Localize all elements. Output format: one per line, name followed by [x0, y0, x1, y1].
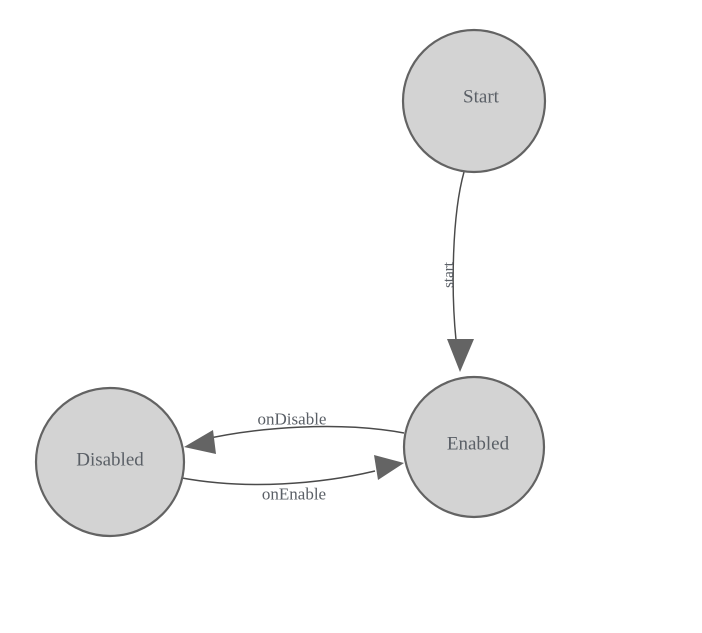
state-label-disabled: Disabled [76, 450, 144, 471]
edge-start-to-enabled[interactable]: start [441, 171, 474, 372]
state-label-start: Start [463, 87, 500, 108]
state-circle-disabled[interactable] [34, 386, 186, 538]
state-node-start[interactable]: Start [401, 28, 547, 174]
state-circle-start[interactable] [401, 28, 547, 174]
edge-ondisable-path [200, 425, 405, 441]
edge-enabled-to-disabled[interactable]: onDisable [184, 410, 405, 455]
state-label-enabled: Enabled [447, 434, 510, 455]
state-circle-enabled[interactable] [402, 375, 546, 519]
edge-label-onenable: onEnable [262, 485, 326, 504]
edge-label-ondisable: onDisable [258, 410, 327, 429]
arrowhead-disabled-to-enabled [374, 455, 404, 480]
edge-start-path [452, 171, 465, 341]
edge-disabled-to-enabled[interactable]: onEnable [181, 455, 404, 504]
edge-label-start: start [441, 261, 457, 288]
edge-onenable-path [181, 470, 376, 486]
state-node-disabled[interactable]: Disabled [34, 386, 186, 538]
arrowhead-enabled-to-disabled [184, 430, 216, 454]
arrowhead-start-to-enabled [447, 339, 474, 372]
state-node-enabled[interactable]: Enabled [402, 375, 546, 519]
